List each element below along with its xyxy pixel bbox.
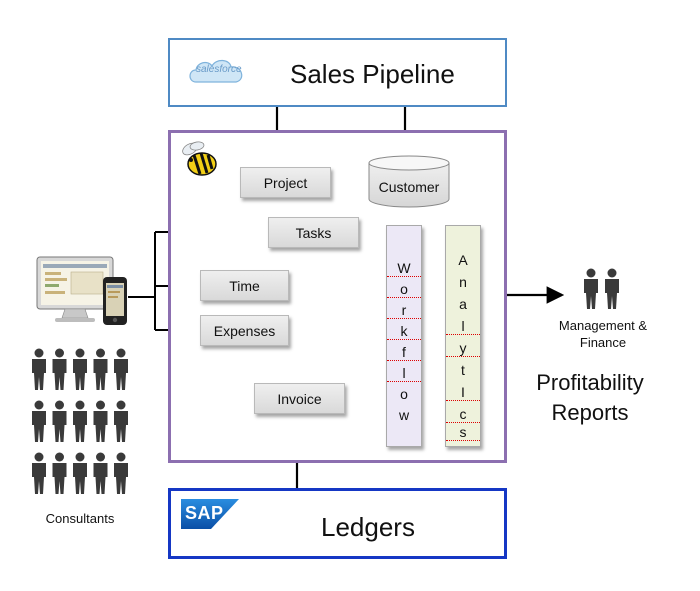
profitability-reports-line2: Reports xyxy=(551,400,629,425)
analytics-letter: n xyxy=(459,274,467,290)
workflow-letter: W xyxy=(387,260,421,277)
person-icon xyxy=(32,452,46,494)
connector-consultants-trunk xyxy=(128,232,156,330)
ledgers-title: Ledgers xyxy=(321,512,415,542)
analytics-letter: I xyxy=(446,384,480,401)
person-icon xyxy=(114,348,128,390)
analytics-letter: s xyxy=(446,424,480,441)
project-label: Project xyxy=(263,174,308,191)
profitability-reports-line1: Profitability xyxy=(536,370,644,395)
customer-database: Customer xyxy=(368,155,450,209)
person-icon xyxy=(32,348,46,390)
person-icon xyxy=(52,452,67,494)
workflow-letter: o xyxy=(387,281,421,298)
invoice-box: Invoice xyxy=(254,383,345,414)
person-icon xyxy=(73,452,87,494)
time-box: Time xyxy=(200,270,289,301)
salesforce-logo: salesforce xyxy=(186,54,250,90)
person-icon xyxy=(114,400,128,442)
workflow-letter: k xyxy=(387,323,421,340)
tasks-label: Tasks xyxy=(295,224,332,241)
analytics-letter: A xyxy=(458,252,468,268)
person-icon xyxy=(52,400,67,442)
phone-icon xyxy=(102,276,128,326)
person-icon xyxy=(93,400,108,442)
analytics-letter: l xyxy=(446,318,480,335)
person-icon xyxy=(32,400,46,442)
workflow-letter: f xyxy=(387,344,421,361)
time-label: Time xyxy=(229,277,260,294)
workflow-letter: w xyxy=(398,407,410,423)
laptop-icon xyxy=(35,255,115,327)
salesforce-logo-text: salesforce xyxy=(196,64,242,75)
person-icon xyxy=(73,400,87,442)
person-icon xyxy=(114,452,128,494)
sales-pipeline-box: salesforce Sales Pipeline xyxy=(168,38,507,107)
expenses-label: Expenses xyxy=(213,322,276,339)
tasks-box: Tasks xyxy=(268,217,359,248)
analytics-bar: A n a l y t I c s xyxy=(445,225,481,447)
management-group xyxy=(581,268,625,310)
person-icon xyxy=(93,348,108,390)
consultants-label: Consultants xyxy=(45,511,115,526)
workflow-letter: l xyxy=(387,365,421,382)
project-box: Project xyxy=(240,167,331,198)
person-icon xyxy=(93,452,108,494)
analytics-letter: a xyxy=(459,296,467,312)
analytics-letter: c xyxy=(446,406,480,423)
workflow-bar: W o r k f l o w xyxy=(386,225,422,447)
person-icon xyxy=(73,348,87,390)
analytics-letter: y xyxy=(446,340,480,357)
person-icon xyxy=(584,268,598,309)
consultants-group xyxy=(30,348,135,498)
customer-label: Customer xyxy=(378,179,440,195)
person-icon xyxy=(605,268,619,309)
ledgers-box: SAP Ledgers xyxy=(168,488,507,559)
analytics-letter: t xyxy=(461,362,465,378)
sales-pipeline-title: Sales Pipeline xyxy=(290,59,455,89)
workflow-letter: o xyxy=(400,386,408,402)
expenses-box: Expenses xyxy=(200,315,289,346)
sap-logo-text: SAP xyxy=(185,503,224,523)
bee-mascot-icon xyxy=(180,140,220,180)
management-finance-label: Management & Finance xyxy=(558,318,648,350)
invoice-label: Invoice xyxy=(277,390,322,407)
sap-logo: SAP xyxy=(181,499,239,529)
person-icon xyxy=(52,348,67,390)
workflow-letter: r xyxy=(387,302,421,319)
